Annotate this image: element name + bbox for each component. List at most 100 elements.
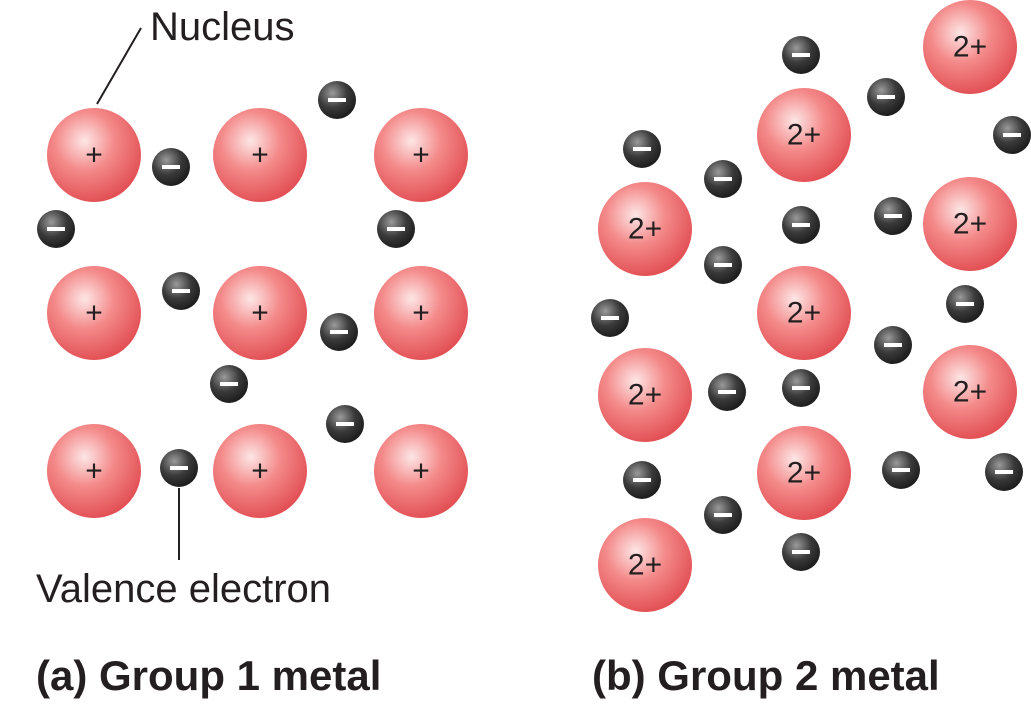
group2-nucleus-charge-label: 2+ xyxy=(628,213,662,246)
group2-nucleus: 2+ xyxy=(757,88,851,182)
group2-nucleus-charge-label: 2+ xyxy=(787,457,821,490)
group2-nucleus-charge-label: 2+ xyxy=(628,379,662,412)
group2-nucleus-circle xyxy=(923,345,1017,439)
group2-nucleus: 2+ xyxy=(923,177,1017,271)
group1-valence-electron xyxy=(152,148,190,186)
nucleus-label: Nucleus xyxy=(150,5,295,49)
group2-electron-minus-sign xyxy=(633,147,651,151)
group1-nucleus: + xyxy=(213,424,307,518)
group1-nucleus: + xyxy=(47,266,141,360)
group2-valence-electron xyxy=(882,451,920,489)
group2-electron-minus-sign xyxy=(714,177,732,181)
group1-nucleus-charge-label: + xyxy=(85,297,103,330)
group2-electron-minus-sign xyxy=(1003,133,1021,137)
group1-electron-minus-sign xyxy=(170,466,188,470)
group2-electron-minus-sign xyxy=(714,513,732,517)
group1-nucleus-circle xyxy=(374,424,468,518)
group2-electron-minus-sign xyxy=(792,53,810,57)
group2-nucleus-charge-label: 2+ xyxy=(953,208,987,241)
group2-nucleus-circle xyxy=(757,426,851,520)
group1-electron-minus-sign xyxy=(220,382,238,386)
group2-valence-electron xyxy=(708,373,746,411)
group1-nucleus-circle xyxy=(213,424,307,518)
group1-valence-electron xyxy=(162,272,200,310)
group2-nucleus-charge-label: 2+ xyxy=(628,549,662,582)
group1-valence-electron xyxy=(318,81,356,119)
group2-nucleus: 2+ xyxy=(923,0,1017,94)
group2-nucleus-charge-label: 2+ xyxy=(953,31,987,64)
group1-electron-minus-sign xyxy=(336,422,354,426)
group2-electron-minus-sign xyxy=(792,223,810,227)
group2-valence-electron xyxy=(993,116,1031,154)
group1-nucleus-charge-label: + xyxy=(412,139,430,172)
group2-valence-electron xyxy=(985,453,1023,491)
group1-electron-minus-sign xyxy=(328,98,346,102)
group1-nucleus-charge-label: + xyxy=(251,139,269,172)
group1-electron-minus-sign xyxy=(162,165,180,169)
group1-electron-minus-sign xyxy=(172,289,190,293)
group1-nucleus-circle xyxy=(47,266,141,360)
group2-valence-electron xyxy=(591,299,629,337)
group1-nucleus: + xyxy=(374,108,468,202)
group2-nucleus-charge-label: 2+ xyxy=(953,376,987,409)
group2-nucleus-circle xyxy=(598,348,692,442)
group1-nucleus-charge-label: + xyxy=(412,297,430,330)
group2-nucleus: 2+ xyxy=(757,266,851,360)
group2-valence-electron xyxy=(782,206,820,244)
group1-nucleus: + xyxy=(47,424,141,518)
group1-valence-electron xyxy=(37,210,75,248)
group2-electron-minus-sign xyxy=(995,470,1013,474)
group2-valence-electron xyxy=(867,78,905,116)
group1-electron-minus-sign xyxy=(387,227,405,231)
group1-valence-electron xyxy=(160,449,198,487)
group2-nucleus: 2+ xyxy=(923,345,1017,439)
group1-nucleus-charge-label: + xyxy=(251,455,269,488)
caption-group-1: (a) Group 1 metal xyxy=(36,652,381,699)
valence-electron-label: Valence electron xyxy=(36,567,331,611)
group2-electron-minus-sign xyxy=(601,316,619,320)
group1-nucleus-charge-label: + xyxy=(251,297,269,330)
group2-valence-electron xyxy=(782,369,820,407)
group2-valence-electron xyxy=(623,461,661,499)
group2-nucleus-circle xyxy=(923,0,1017,94)
group2-nucleus-charge-label: 2+ xyxy=(787,119,821,152)
group1-nucleus: + xyxy=(213,108,307,202)
panel-group-1-metal: + + + + + + + + + xyxy=(37,81,468,518)
group2-valence-electron xyxy=(782,36,820,74)
group2-electron-minus-sign xyxy=(714,263,732,267)
group2-electron-minus-sign xyxy=(792,386,810,390)
group1-valence-electron xyxy=(326,405,364,443)
group1-nucleus: + xyxy=(47,108,141,202)
group2-valence-electron xyxy=(704,160,742,198)
group1-valence-electron xyxy=(377,210,415,248)
group2-nucleus-charge-label: 2+ xyxy=(787,297,821,330)
group2-valence-electron xyxy=(704,246,742,284)
group1-nucleus: + xyxy=(374,424,468,518)
group2-nucleus-circle xyxy=(757,266,851,360)
group1-valence-electron xyxy=(320,313,358,351)
group2-valence-electron xyxy=(623,130,661,168)
group1-electron-minus-sign xyxy=(47,227,65,231)
group1-nucleus-circle xyxy=(47,424,141,518)
group2-valence-electron xyxy=(874,197,912,235)
group2-electron-minus-sign xyxy=(792,550,810,554)
panel-group-2-metal: 2+ 2+ 2+ 2+ 2+ 2+ 2+ 2+ 2+ xyxy=(591,0,1031,612)
group2-electron-minus-sign xyxy=(892,468,910,472)
group2-nucleus: 2+ xyxy=(598,182,692,276)
group2-nucleus-circle xyxy=(757,88,851,182)
group1-nucleus-circle xyxy=(213,266,307,360)
caption-group-2: (b) Group 2 metal xyxy=(592,652,940,699)
group2-electron-minus-sign xyxy=(633,478,651,482)
group2-nucleus-circle xyxy=(923,177,1017,271)
group1-nucleus-circle xyxy=(374,266,468,360)
group2-nucleus-circle xyxy=(598,182,692,276)
group1-nucleus-circle xyxy=(47,108,141,202)
group1-nucleus: + xyxy=(213,266,307,360)
group2-electron-minus-sign xyxy=(877,95,895,99)
group2-valence-electron xyxy=(874,326,912,364)
group2-electron-minus-sign xyxy=(884,214,902,218)
group1-electron-minus-sign xyxy=(330,330,348,334)
nucleus-leader-line xyxy=(96,27,142,105)
group2-nucleus: 2+ xyxy=(598,348,692,442)
